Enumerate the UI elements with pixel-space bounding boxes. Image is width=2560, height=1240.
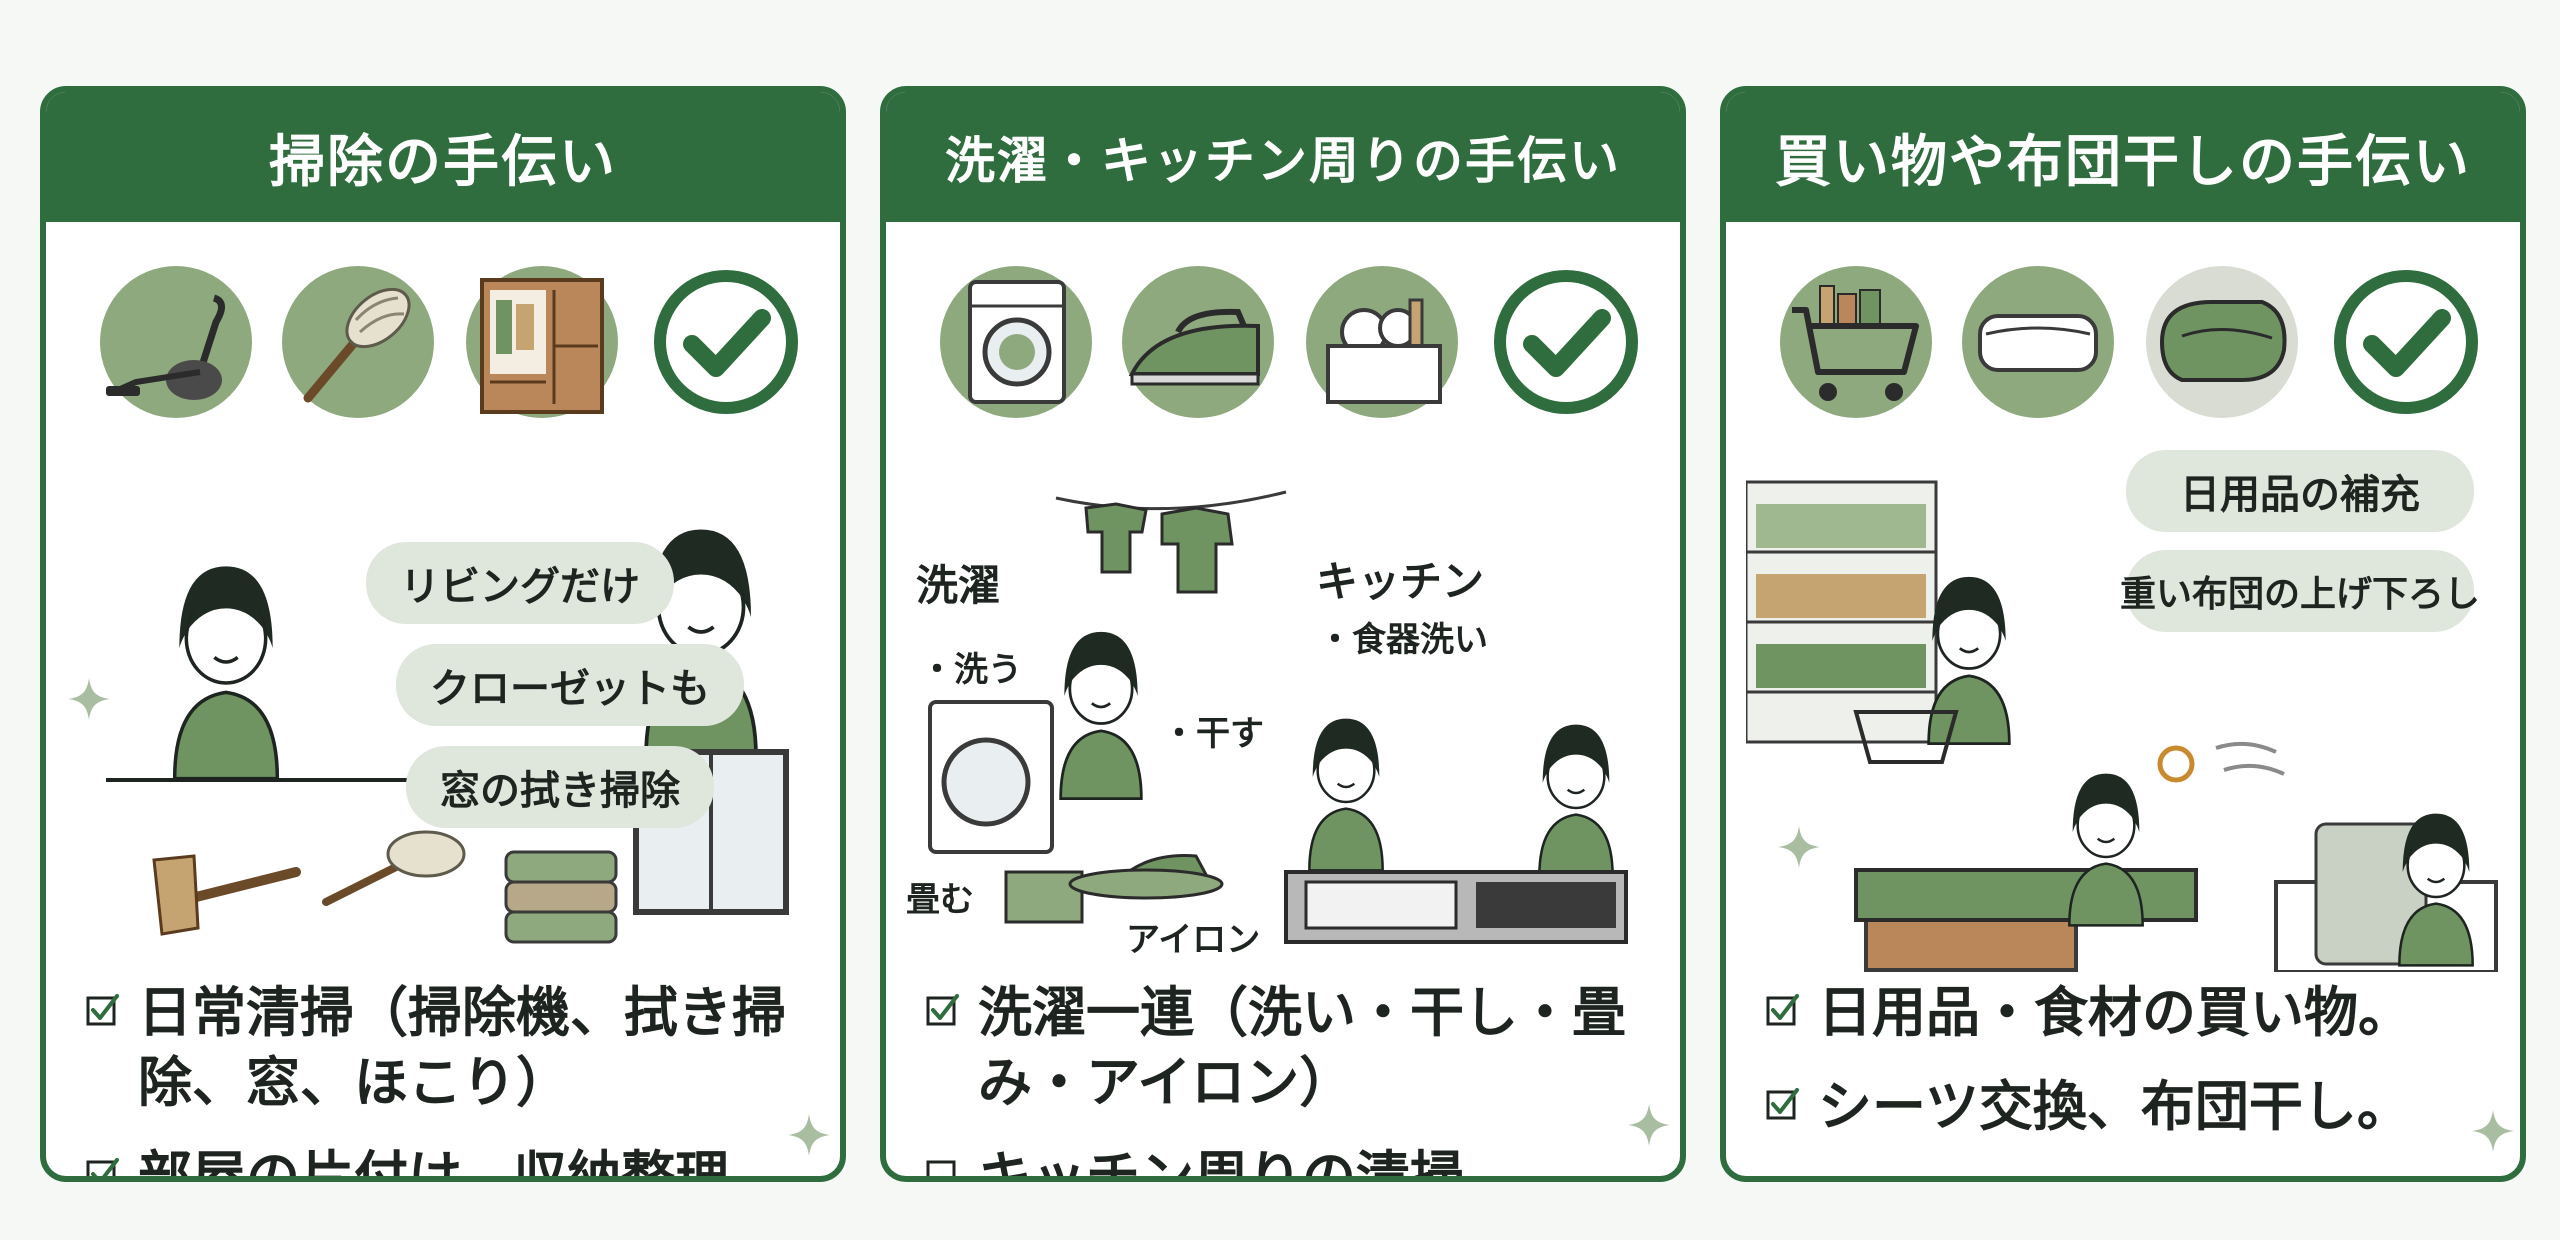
list-item: 日用品・食材の買い物。: [1766, 978, 2496, 1048]
checklist: 日常清掃（掃除機、拭き掃除、窓、ほこり） 部屋の片付け、収納整理。: [86, 978, 816, 1182]
icon-row: [46, 262, 840, 432]
checkbox-checked-icon: [926, 992, 960, 1026]
speech-bubble: 窓の拭き掃除: [406, 746, 714, 828]
checkbox-checked-icon: [86, 1156, 120, 1182]
card-shopping-futon: 買い物や布団干しの手伝い: [1720, 86, 2526, 1182]
futon-icon: [2142, 262, 2302, 422]
sparkle-icon: [1626, 1102, 1672, 1148]
icon-row: [886, 262, 1680, 432]
iron-label: アイロン: [1126, 920, 1261, 960]
sparkle-icon: [1776, 824, 1822, 870]
checkbox-checked-icon: [86, 992, 120, 1026]
list-item-text: キッチン周りの清掃。: [978, 1145, 1518, 1182]
list-item: 部屋の片付け、収納整理。: [86, 1142, 816, 1182]
list-item-text: 洗濯一連（洗い・干し・畳み・アイロン）: [978, 981, 1626, 1114]
vacuum-cleaner-icon: [96, 262, 256, 422]
wardrobe-icon: [462, 262, 622, 422]
laundry-label: 洗濯: [916, 561, 1001, 610]
fold-label: 畳む: [906, 880, 974, 920]
icon-row: [1726, 262, 2520, 432]
list-item-text: 日常清掃（掃除機、拭き掃除、窓、ほこり）: [138, 981, 786, 1114]
card-title: 掃除の手伝い: [46, 92, 840, 222]
checklist: 日用品・食材の買い物。 シーツ交換、布団干し。: [1766, 978, 2496, 1166]
card-cleaning: 掃除の手伝い: [40, 86, 846, 1182]
duster-icon: [278, 262, 438, 422]
washing-machine-icon: [936, 262, 1096, 422]
cleaning-scene: リビングだけ クローゼットも 窓の拭き掃除: [66, 452, 820, 972]
speech-bubble: 日用品の補充: [2126, 450, 2474, 532]
card-title: 洗濯・キッチン周りの手伝い: [886, 92, 1680, 222]
wash-label: ・洗う: [920, 650, 1022, 690]
dishes-label: ・食器洗い: [1318, 620, 1488, 660]
sparkle-icon: [2470, 1108, 2516, 1154]
shopping-futon-scene: 日用品の補充 重い布団の上げ下ろし: [1746, 450, 2500, 972]
shopping-cart-icon: [1776, 262, 1936, 422]
list-item: キッチン周りの清掃。: [926, 1142, 1656, 1182]
list-item: 洗濯一連（洗い・干し・畳み・アイロン）: [926, 978, 1656, 1118]
laundry-kitchen-scene: 洗濯 ・洗う ・干す 畳む アイロン キッチン ・食器洗い: [906, 452, 1660, 972]
list-item: 日常清掃（掃除機、拭き掃除、窓、ほこり）: [86, 978, 816, 1118]
dry-label: ・干す: [1162, 714, 1264, 754]
speech-bubble: リビングだけ: [366, 542, 674, 624]
speech-bubble: 重い布団の上げ下ろし: [2120, 550, 2480, 632]
sparkle-icon: [66, 676, 112, 722]
check-icon: [646, 262, 806, 422]
list-item-text: シーツ交換、布団干し。: [1818, 1075, 2411, 1138]
checkbox-unchecked-icon: [926, 1156, 960, 1182]
checklist: 洗濯一連（洗い・干し・畳み・アイロン） キッチン周りの清掃。: [926, 978, 1656, 1182]
speech-bubble: クローゼットも: [396, 644, 744, 726]
check-icon: [2326, 262, 2486, 422]
check-icon: [1486, 262, 1646, 422]
list-item-text: 日用品・食材の買い物。: [1818, 981, 2412, 1044]
list-item: シーツ交換、布団干し。: [1766, 1072, 2496, 1142]
dish-rack-icon: [1302, 262, 1462, 422]
list-item-text: 部屋の片付け、収納整理。: [138, 1145, 784, 1182]
iron-icon: [1118, 262, 1278, 422]
checkbox-checked-icon: [1766, 992, 1800, 1026]
kitchen-label: キッチン: [1316, 557, 1485, 606]
card-title: 買い物や布団干しの手伝い: [1726, 92, 2520, 222]
checkbox-checked-icon: [1766, 1086, 1800, 1120]
folded-towel-icon: [1958, 262, 2118, 422]
sparkle-icon: [786, 1112, 832, 1158]
card-laundry-kitchen: 洗濯・キッチン周りの手伝い: [880, 86, 1686, 1182]
